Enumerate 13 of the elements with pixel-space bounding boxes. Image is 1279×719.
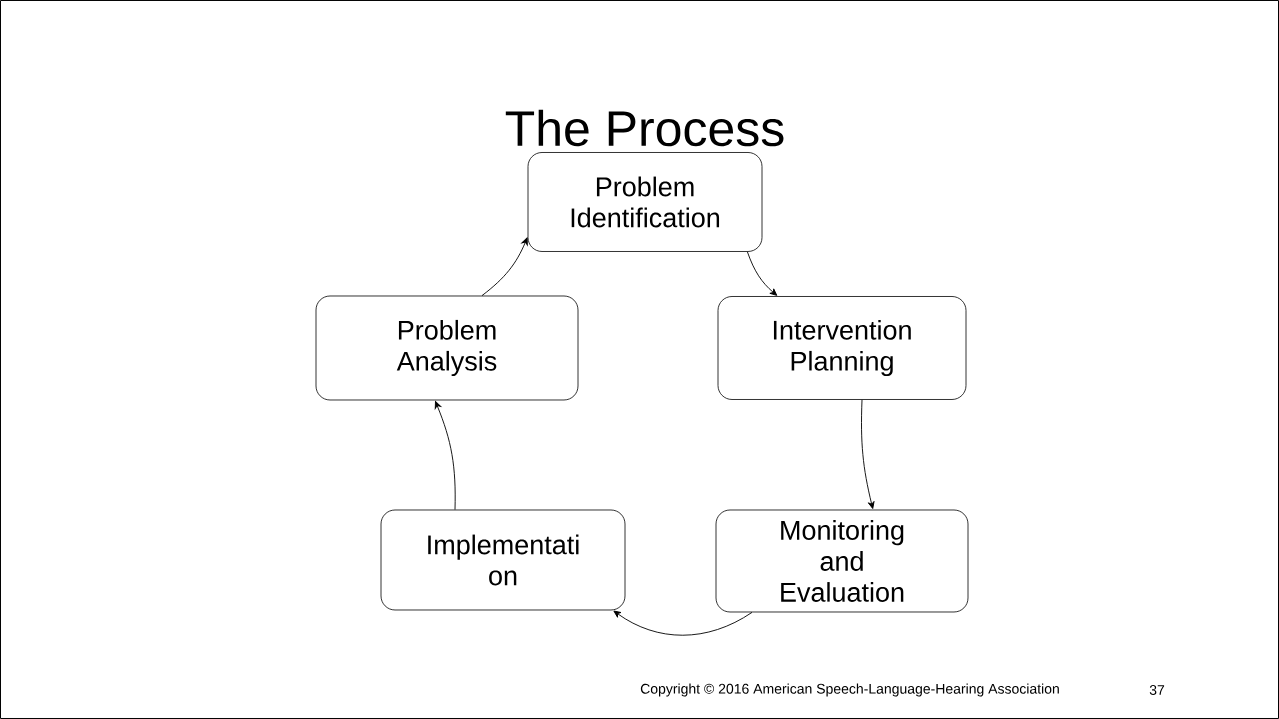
process-box: Problem Identification <box>527 152 763 252</box>
arrow <box>434 400 456 511</box>
arrow <box>861 399 875 509</box>
arrow <box>746 251 778 296</box>
title: The Process <box>505 109 784 147</box>
copyright-note: Copyright © 2016 American Speech-Language-Hearing Association <box>640 683 1059 697</box>
process-box: Monitoring and Evaluation <box>715 509 969 613</box>
process-box: Intervention Planning <box>717 296 967 400</box>
arrow <box>481 237 528 297</box>
page-number: 37 <box>1149 685 1165 695</box>
arrow <box>613 610 753 636</box>
process-box: Implementati on <box>380 509 626 611</box>
process-box: Problem Analysis <box>315 295 579 401</box>
